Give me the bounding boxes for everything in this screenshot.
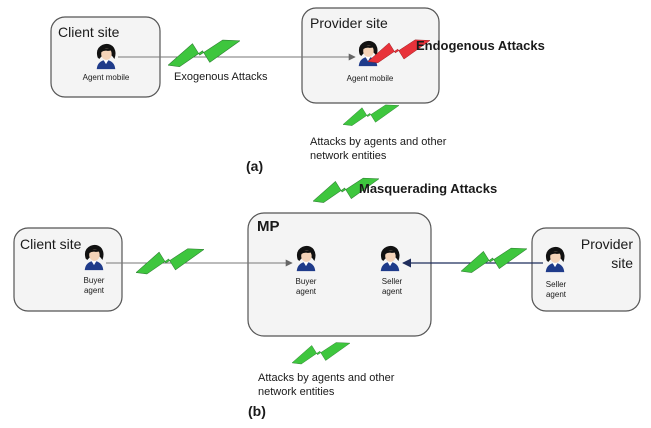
lightning-bolt-icon [461,247,527,273]
agent-person-icon [84,244,104,271]
panel-b: Client site Buyer agent MP Buyer agent S… [13,177,641,419]
mp-box [247,212,432,337]
lightning-bolt-icon [136,248,204,275]
buyer-agent-label-client-line1: Buyer [84,276,105,285]
client-site-title-b: Client site [20,236,82,252]
endogenous-attacks-label: Endogenous Attacks [416,38,545,53]
network-attacks-label-a-line2: network entities [310,150,387,162]
agent-label-client-a: Agent mobile [83,73,130,82]
network-attacks-label-a-line1: Attacks by agents and other [310,136,447,148]
buyer-agent-label-client-line2: agent [84,286,105,295]
lightning-bolt-icon [343,104,399,126]
lightning-bolt-icon [168,39,240,68]
buyer-agent-label-mp-line1: Buyer [296,277,317,286]
panel-a: Client site Agent mobile Provider site A… [50,7,545,174]
network-attacks-label-b-line1: Attacks by agents and other [258,372,395,384]
provider-site-title-b-line1: Provider [581,236,633,252]
seller-agent-label-mp-line1: Seller [382,277,403,286]
buyer-agent-label-mp-line2: agent [296,287,317,296]
seller-agent-label-provider-line1: Seller [546,280,567,289]
lightning-bolt-icon [292,342,350,365]
seller-agent-label-mp-line2: agent [382,287,403,296]
agent-person-icon [380,245,400,272]
masquerading-attacks-label: Masquerading Attacks [359,181,497,196]
client-site-title-a: Client site [58,24,120,40]
panel-label-b: (b) [248,403,266,419]
provider-site-title-b-line2: site [611,255,633,271]
seller-agent-label-provider-line2: agent [546,290,567,299]
network-attacks-label-b-line2: network entities [258,386,335,398]
agent-person-icon [96,43,116,70]
provider-site-title-a: Provider site [310,15,388,31]
agent-person-icon [545,246,565,273]
panel-label-a: (a) [246,158,263,174]
agent-person-icon [296,245,316,272]
agent-label-provider-a: Agent mobile [347,74,394,83]
mp-title: MP [257,218,280,235]
exogenous-attacks-label: Exogenous Attacks [174,71,268,83]
